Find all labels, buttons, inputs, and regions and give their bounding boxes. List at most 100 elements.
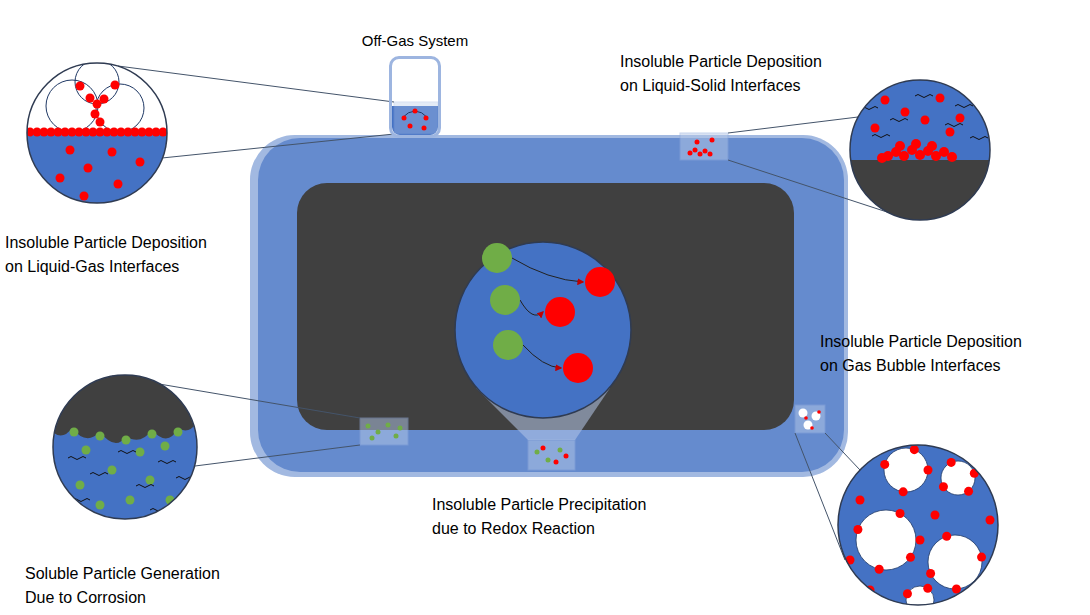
off-gas-vessel: Off-Gas System [389, 56, 441, 138]
particle [370, 436, 375, 441]
zoom-leaders [112, 66, 890, 560]
particle [875, 565, 884, 574]
motion-mark [872, 135, 890, 138]
particle [126, 496, 135, 505]
particle [96, 118, 105, 127]
particle [926, 569, 935, 578]
tank-liquid [258, 138, 844, 472]
particle [923, 584, 932, 593]
particle [906, 553, 915, 562]
reaction-arrow [523, 345, 561, 368]
motion-mark [176, 477, 194, 480]
particle [96, 501, 105, 510]
particle [56, 174, 65, 183]
particle [905, 605, 914, 614]
particle [70, 428, 79, 437]
liquid-gas-zoom [20, 60, 180, 211]
motion-mark [915, 95, 933, 98]
motion-mark [955, 105, 973, 108]
particle [964, 487, 973, 496]
particle [493, 330, 523, 360]
particle [986, 516, 995, 525]
zoom-window [360, 418, 408, 445]
particle [366, 424, 371, 429]
particle [422, 126, 427, 131]
gas-bubble-zoom [835, 440, 1005, 614]
particle [100, 95, 109, 104]
tank-glaze [250, 135, 848, 477]
particle [424, 116, 429, 121]
particle [482, 243, 512, 273]
particle [96, 432, 105, 441]
particle [921, 116, 930, 125]
process-caption: Soluble Particle Generation Due to Corro… [25, 562, 247, 610]
particle [554, 460, 559, 465]
motion-mark [945, 124, 963, 127]
particle [174, 428, 183, 437]
particle [911, 139, 921, 149]
particle [708, 152, 713, 157]
particle [408, 124, 413, 129]
particle [916, 536, 925, 545]
particle [86, 94, 95, 103]
zoom-window [795, 405, 825, 433]
process-caption: Insoluble Particle Deposition on Liquid-… [5, 231, 227, 279]
motion-mark [970, 137, 988, 140]
zoom-circle [27, 63, 167, 203]
particle [942, 532, 951, 541]
particle [703, 149, 708, 154]
zoom-circle [455, 242, 631, 418]
particle [924, 466, 933, 475]
corrosion-zoom [50, 372, 200, 522]
motion-mark [136, 485, 154, 488]
particle [413, 109, 418, 114]
particle [956, 114, 965, 123]
particle [585, 267, 615, 297]
particle [927, 141, 937, 151]
particle [947, 458, 956, 467]
particle [688, 151, 693, 156]
particle [563, 353, 593, 383]
particle [899, 487, 908, 496]
particle [946, 128, 955, 137]
particle [695, 140, 700, 145]
particle [947, 152, 957, 162]
particle [977, 553, 986, 562]
particle [546, 458, 551, 463]
particle [877, 153, 887, 163]
particle [545, 297, 575, 327]
particle [558, 448, 563, 453]
particle [82, 446, 91, 455]
particle [710, 138, 715, 143]
motion-mark [890, 119, 908, 122]
motion-mark [90, 473, 108, 476]
reaction-arrow [520, 300, 543, 315]
particle [881, 96, 890, 105]
redox-zoom [482, 243, 615, 383]
particle [111, 81, 120, 90]
particle [91, 110, 100, 119]
particle [903, 589, 912, 598]
gas-bubble [928, 535, 982, 589]
particle [693, 148, 698, 153]
window-particles [366, 109, 821, 465]
zoom-circle [53, 375, 197, 519]
particle [490, 285, 520, 315]
particle [148, 430, 157, 439]
reaction-arrow [512, 258, 583, 282]
liquid-solid-zoom [845, 75, 995, 230]
particle [161, 442, 170, 451]
particle [76, 82, 85, 91]
motion-mark [68, 457, 86, 460]
particle [970, 469, 979, 478]
particle [853, 525, 862, 534]
tank-core [297, 183, 794, 430]
particle [810, 426, 814, 430]
particle [804, 416, 808, 420]
particle [386, 423, 391, 428]
particle [880, 460, 889, 469]
zoom-window [528, 440, 575, 470]
particle [84, 164, 93, 173]
